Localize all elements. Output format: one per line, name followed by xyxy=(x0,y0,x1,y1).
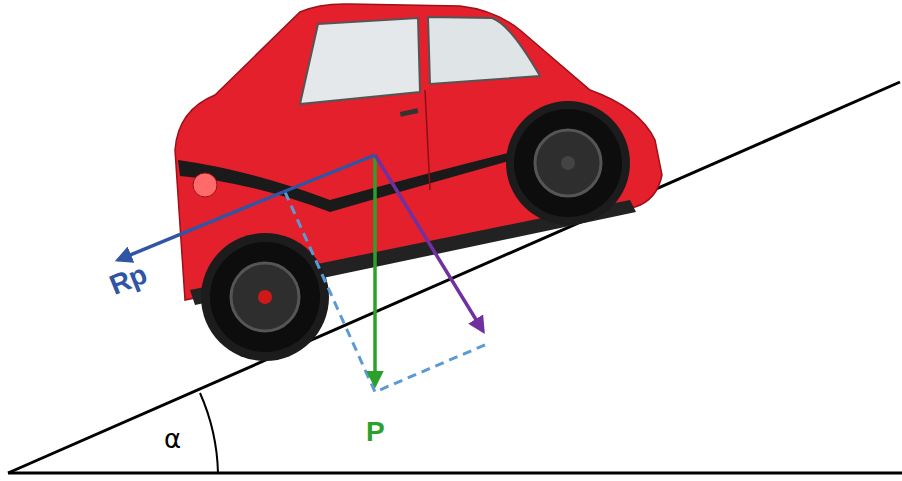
normal-component-vector xyxy=(375,155,483,331)
parallel-component-line xyxy=(283,155,375,192)
force-label: Rp xyxy=(106,260,151,300)
angle-arc xyxy=(200,393,218,473)
force-label: P xyxy=(366,418,385,446)
weight-vector xyxy=(373,155,377,385)
car-illustration xyxy=(175,4,662,361)
parallel-component-vector xyxy=(118,192,283,260)
component-dashed-lines xyxy=(285,192,487,392)
angle-label: α xyxy=(164,426,181,452)
ground-line xyxy=(8,472,902,475)
